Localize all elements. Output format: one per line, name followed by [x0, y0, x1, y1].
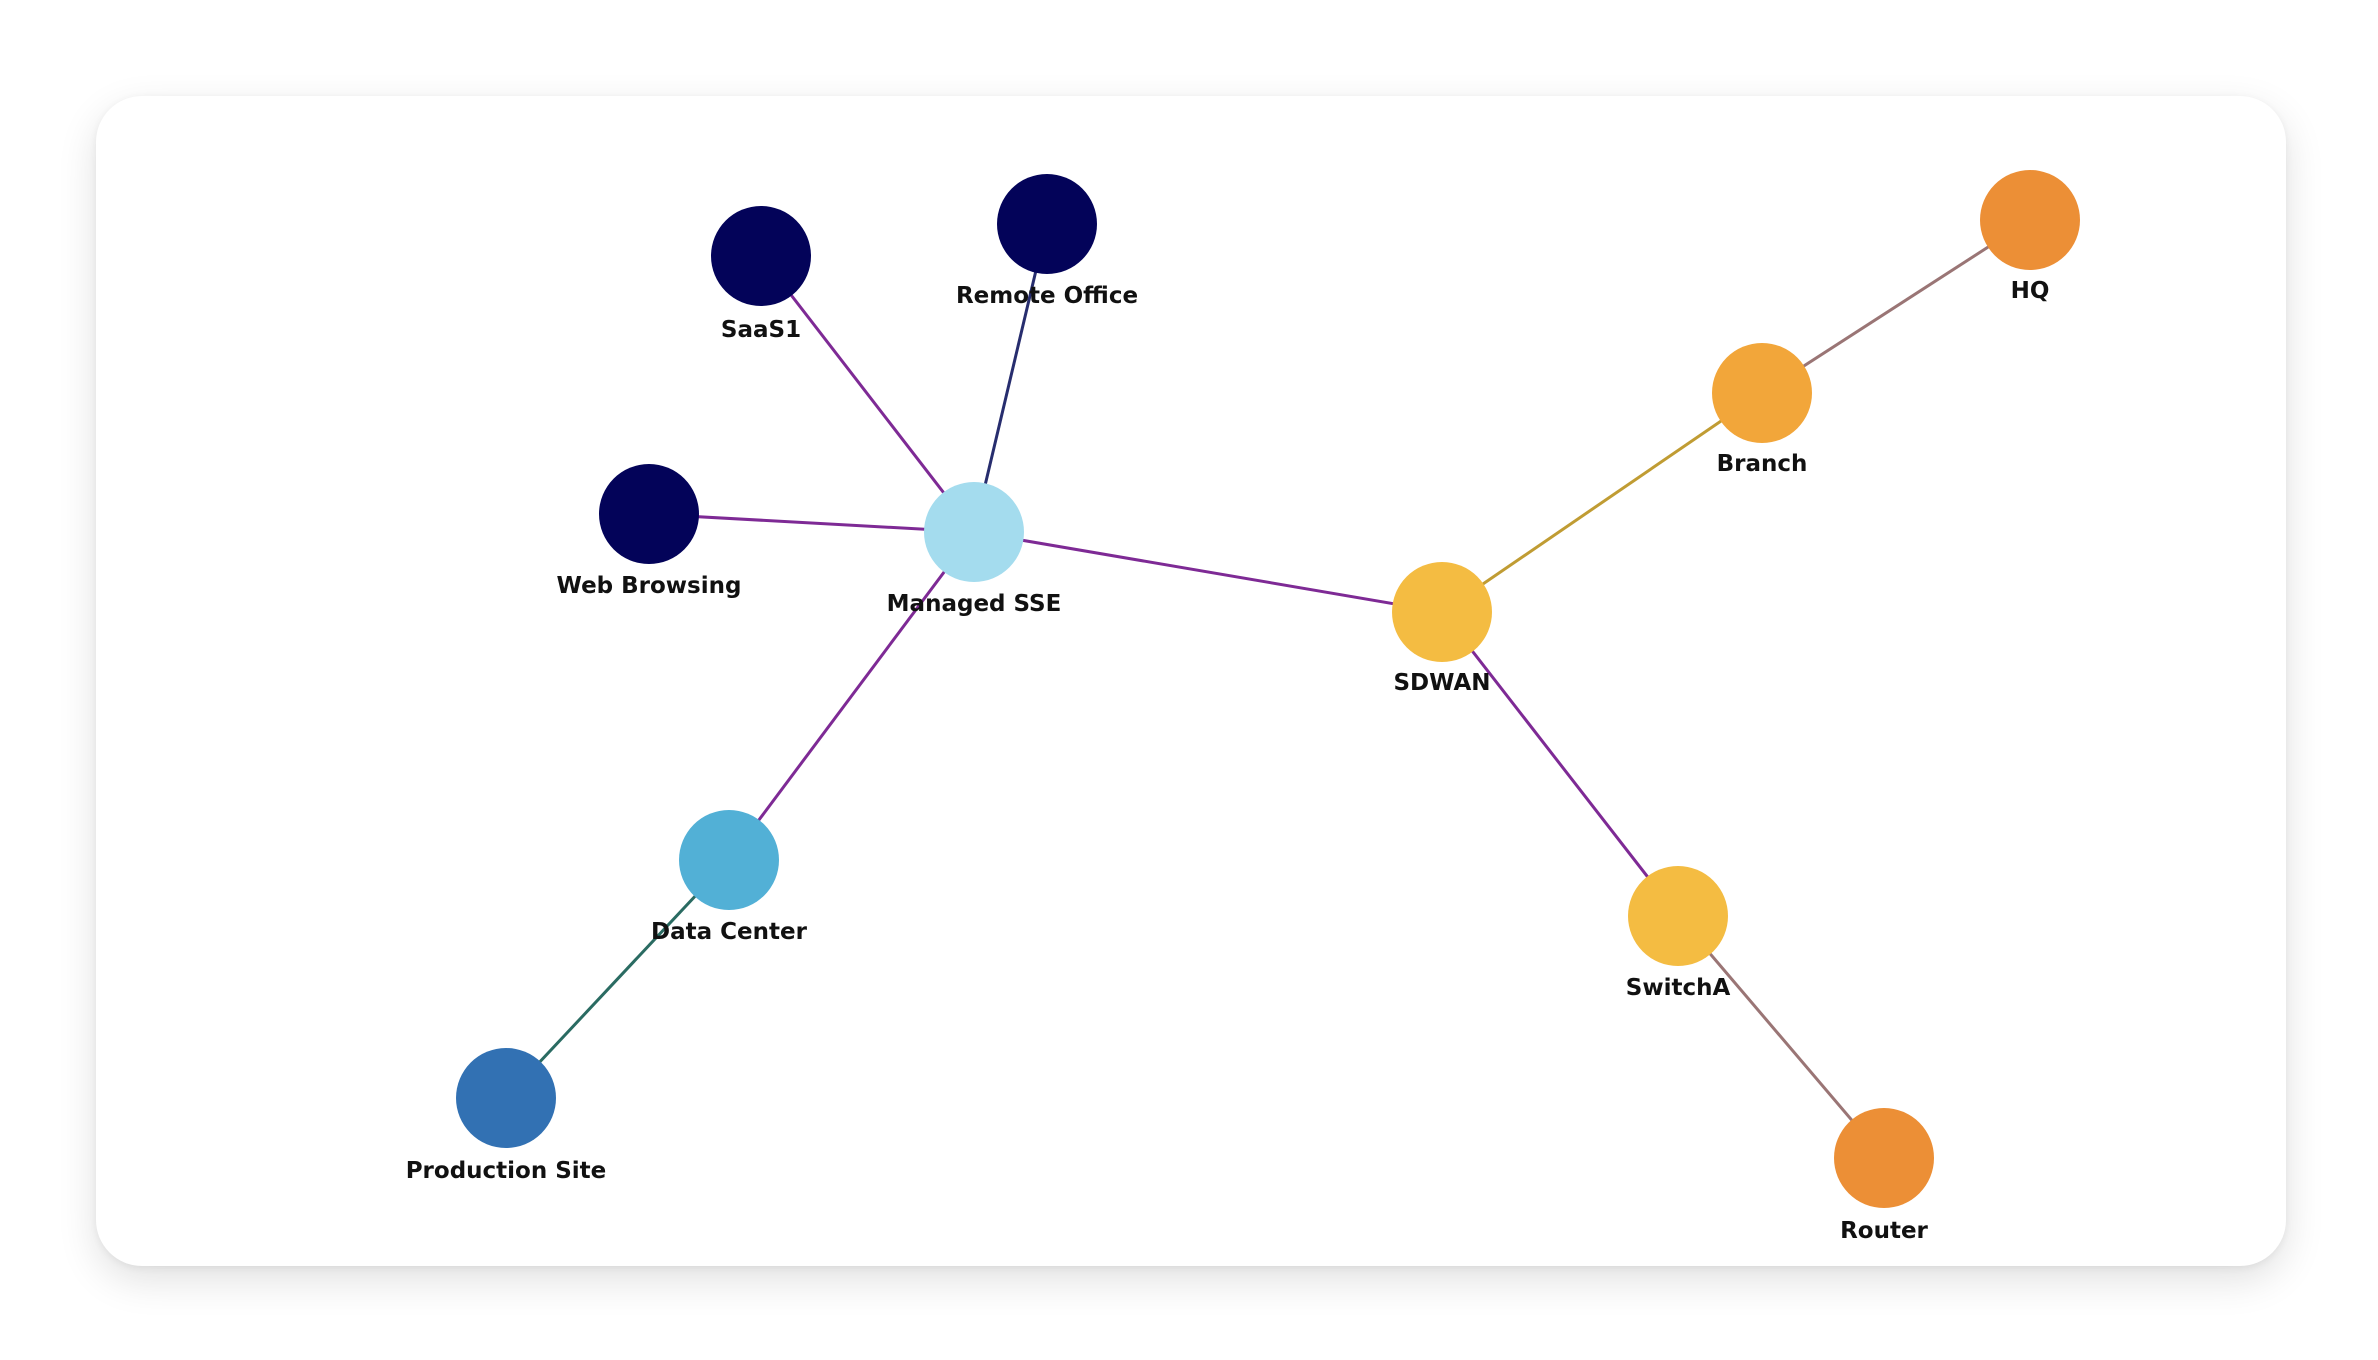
node-circle-managed-sse[interactable]	[924, 482, 1024, 582]
edge-sdwan-switcha	[1440, 611, 1680, 917]
edge-managed-sse-sdwan	[973, 530, 1443, 614]
node-branch[interactable]: Branch	[1712, 343, 1812, 477]
node-switcha[interactable]: SwitchA	[1626, 866, 1731, 1001]
edge-web-browsing-managed-sse	[648, 512, 975, 534]
node-label-branch: Branch	[1717, 451, 1808, 477]
edge-managed-sse-data-center	[727, 531, 976, 861]
node-circle-production-site[interactable]	[456, 1048, 556, 1148]
node-circle-saas1[interactable]	[711, 206, 811, 306]
node-remote-office[interactable]: Remote Office	[956, 174, 1138, 309]
node-circle-router[interactable]	[1834, 1108, 1934, 1208]
edge-switcha-router	[1676, 915, 1886, 1159]
edge-saas1-managed-sse	[759, 255, 976, 533]
node-circle-hq[interactable]	[1980, 170, 2080, 270]
edges-layer	[504, 218, 2031, 1159]
node-circle-branch[interactable]	[1712, 343, 1812, 443]
node-label-data-center: Data Center	[651, 919, 808, 945]
node-managed-sse[interactable]: Managed SSE	[887, 482, 1062, 617]
node-label-remote-office: Remote Office	[956, 283, 1138, 309]
node-label-hq: HQ	[2011, 278, 2050, 304]
node-label-sdwan: SDWAN	[1393, 670, 1490, 696]
node-saas1[interactable]: SaaS1	[711, 206, 811, 343]
node-circle-data-center[interactable]	[679, 810, 779, 910]
node-label-saas1: SaaS1	[721, 317, 801, 343]
node-label-web-browsing: Web Browsing	[557, 573, 742, 599]
edge-remote-office-managed-sse	[972, 223, 1049, 533]
node-production-site[interactable]: Production Site	[406, 1048, 607, 1184]
node-hq[interactable]: HQ	[1980, 170, 2080, 304]
edge-branch-hq	[1761, 218, 2031, 395]
node-sdwan[interactable]: SDWAN	[1392, 562, 1492, 696]
node-label-production-site: Production Site	[406, 1158, 607, 1184]
node-label-router: Router	[1840, 1218, 1928, 1244]
node-web-browsing[interactable]: Web Browsing	[557, 464, 742, 599]
node-circle-sdwan[interactable]	[1392, 562, 1492, 662]
node-circle-web-browsing[interactable]	[599, 464, 699, 564]
node-circle-switcha[interactable]	[1628, 866, 1728, 966]
node-circle-remote-office[interactable]	[997, 174, 1097, 274]
edge-data-center-production-site	[504, 858, 731, 1100]
node-label-managed-sse: Managed SSE	[887, 591, 1062, 617]
node-label-switcha: SwitchA	[1626, 975, 1731, 1001]
edge-sdwan-branch	[1441, 391, 1763, 614]
node-data-center[interactable]: Data Center	[651, 810, 808, 945]
node-router[interactable]: Router	[1834, 1108, 1934, 1244]
